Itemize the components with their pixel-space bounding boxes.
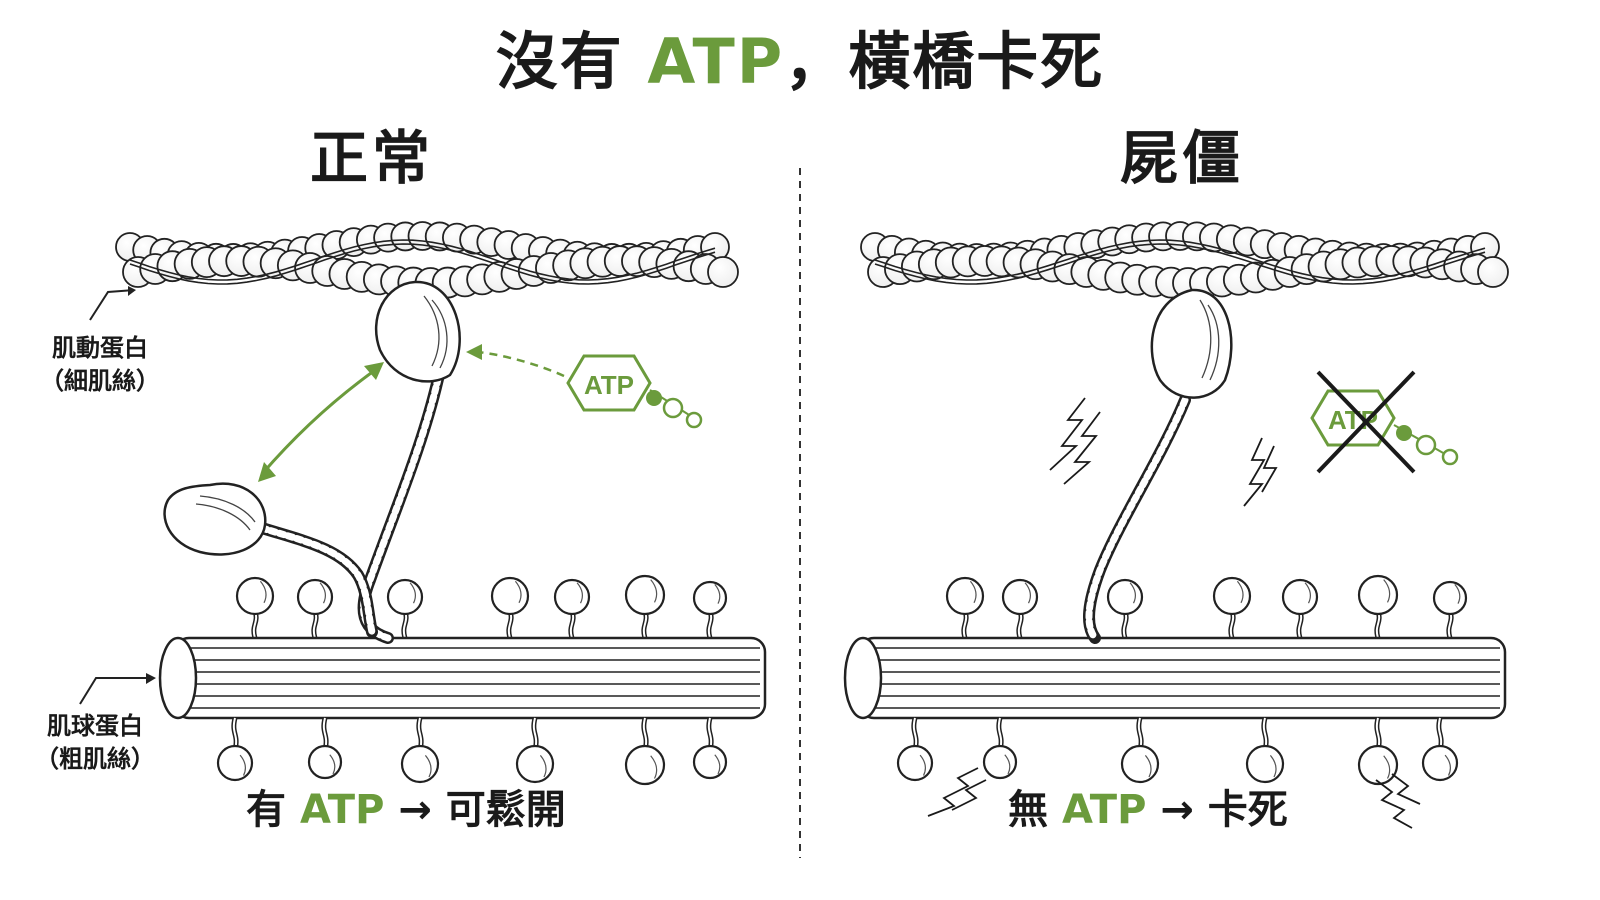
caption-rigor-atp: ATP (1061, 787, 1147, 833)
caption-rigor: 無 ATP → 卡死 (1008, 780, 1288, 840)
actin-filament-left (115, 221, 739, 299)
atp-binding-arrow-icon (466, 344, 565, 378)
tension-zigzag-icons (927, 397, 1421, 829)
actin-filament-right (860, 221, 1509, 299)
myosin-label-line1: 肌球蛋白 (47, 712, 143, 740)
myosin-filament-right (843, 574, 1507, 786)
title-atp: ATP (647, 25, 785, 98)
myosin-filament-left (158, 574, 767, 786)
caption-normal-atp: ATP (299, 787, 385, 833)
atp-molecule-left: ATP (566, 354, 703, 429)
crossbridge-stuck-right (1083, 288, 1233, 644)
swing-arrow-icon (258, 362, 384, 482)
actin-label-line1: 肌動蛋白 (52, 334, 148, 362)
actin-label: 肌動蛋白 （細肌絲） (30, 332, 170, 398)
actin-leader-line (89, 289, 135, 321)
page-title: 沒有 ATP，橫橋卡死 (0, 22, 1600, 102)
caption-normal-pre: 有 (246, 787, 300, 833)
caption-normal: 有 ATP → 可鬆開 (246, 780, 566, 840)
myosin-leader-line (79, 677, 150, 705)
myosin-arrowhead-icon (146, 673, 156, 684)
actin-arrowhead-icon (128, 286, 136, 296)
myosin-label-line2: （粗肌絲） (35, 745, 155, 773)
actin-label-line2: （細肌絲） (40, 367, 160, 395)
caption-rigor-post: → 卡死 (1146, 787, 1288, 833)
caption-normal-post: → 可鬆開 (384, 787, 566, 833)
panel-title-rigor: 屍僵 (1120, 124, 1245, 192)
blocked-x-icon (1316, 370, 1416, 474)
title-pre: 沒有 (495, 25, 648, 98)
title-post: ，橫橋卡死 (784, 25, 1105, 98)
panel-title-normal: 正常 (310, 124, 435, 192)
crossbridge-detached-left (163, 482, 378, 638)
myosin-label: 肌球蛋白 （粗肌絲） (20, 710, 170, 776)
caption-rigor-pre: 無 (1008, 787, 1062, 833)
atp-badge-left: ATP (584, 370, 634, 400)
